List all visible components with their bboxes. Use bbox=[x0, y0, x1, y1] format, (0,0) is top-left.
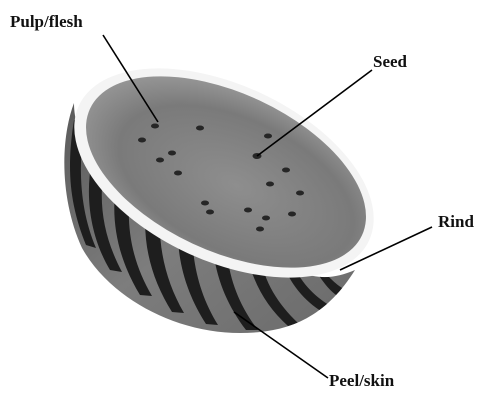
seed bbox=[244, 208, 252, 213]
label-pulp-flesh: Pulp/flesh bbox=[10, 13, 83, 30]
seed bbox=[262, 216, 270, 221]
seed bbox=[282, 168, 290, 173]
seed bbox=[201, 201, 209, 206]
seed bbox=[151, 124, 159, 129]
seed bbox=[206, 210, 214, 215]
label-peel-skin: Peel/skin bbox=[329, 372, 394, 389]
seed bbox=[266, 182, 274, 187]
seed bbox=[256, 227, 264, 232]
seed bbox=[264, 134, 272, 139]
seed bbox=[288, 212, 296, 217]
label-seed: Seed bbox=[373, 53, 407, 70]
seed bbox=[168, 151, 176, 156]
seed bbox=[196, 126, 204, 131]
seed bbox=[174, 171, 182, 176]
seed bbox=[296, 191, 304, 196]
seed bbox=[156, 158, 164, 163]
seed bbox=[138, 138, 146, 143]
label-rind: Rind bbox=[438, 213, 474, 230]
